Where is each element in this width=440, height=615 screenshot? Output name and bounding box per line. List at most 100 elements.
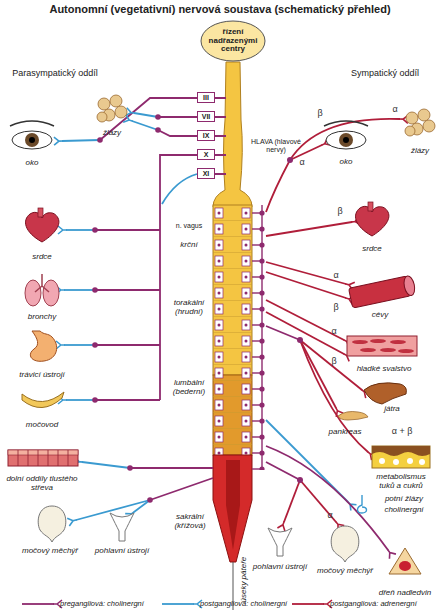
vagus-nerve [160, 155, 197, 400]
organ-caption: játra [372, 404, 412, 413]
fat-sugar-icon-part [372, 446, 430, 456]
receptor-label: α [331, 270, 341, 280]
cranial-nerve-number: III [197, 92, 215, 103]
organ-caption: žlázy [400, 146, 440, 155]
fat-sugar-icon-part [419, 459, 425, 465]
colon-icon-part [8, 450, 78, 466]
fat-sugar-icon-part [407, 458, 413, 464]
receptor-label: α [390, 104, 400, 114]
ganglion-dot [155, 127, 161, 133]
receptor-label: β [315, 108, 325, 118]
vessel-icon [349, 275, 417, 308]
cranial-nerve-number: XI [197, 168, 215, 179]
heart-icon [26, 208, 59, 242]
ureter-icon-part [22, 392, 64, 408]
gland-icon-part [110, 95, 122, 107]
adrenal-icon-part [389, 548, 421, 574]
gland-icon-part [115, 106, 127, 118]
organ-caption: oko [12, 158, 52, 167]
postganglionic-cholinergic [82, 462, 130, 468]
organ-caption: hladké svalstvo [344, 364, 424, 373]
smooth-muscle-icon [347, 336, 417, 356]
organ-caption: cévy [360, 310, 400, 319]
gland-icon [405, 109, 435, 136]
smooth-muscle-icon-part [347, 336, 417, 356]
nerve-label: HLAVA (hlavové nervy) [243, 138, 309, 154]
brain-stem [213, 62, 252, 207]
ganglion-dot [92, 287, 98, 293]
spine-segment-label: torakální (hrudní) [166, 298, 212, 316]
legend-sample [162, 603, 194, 605]
accessory-nerve [162, 174, 197, 204]
pancreas-icon [338, 412, 368, 421]
cranial-parasympathetic [62, 98, 226, 520]
postganglionic-adrenergic [290, 119, 400, 160]
adrenal-icon-part [399, 561, 411, 571]
receptor-label: β [335, 206, 345, 216]
ganglion-dot [97, 137, 103, 143]
vagus-branch [95, 230, 160, 400]
organ-caption: močový měchýř [310, 566, 380, 575]
gland-icon-part [406, 112, 418, 124]
bladder-icon [38, 506, 66, 542]
organ-caption: pohlavní ústrojí [87, 546, 157, 555]
receptor-label: β [331, 302, 341, 312]
postganglionic-cholinergic [62, 140, 100, 141]
fat-sugar-icon-part [379, 458, 385, 464]
legend-text: pregangliová: cholinergní [60, 599, 144, 608]
postganglionic-adrenergic [266, 262, 346, 284]
ganglion-dot [92, 227, 98, 233]
fat-sugar-icon-part [393, 459, 399, 465]
cranial-nerve-number: VII [197, 111, 215, 122]
sympathetic-chain [252, 205, 266, 470]
sweat-gland-icon [358, 495, 367, 513]
organ-caption: dolní oddíly tlustého střeva [6, 474, 78, 492]
postganglionic-cholinergic [66, 229, 95, 231]
smooth-muscle-icon-part [352, 340, 368, 344]
eye-icon-part [326, 131, 366, 149]
genital-icon-part [268, 528, 292, 556]
node-body: řízení nadřazenými centry [200, 20, 266, 62]
cord-segments [213, 205, 252, 455]
fat-sugar-icon [372, 446, 430, 468]
legend-text: postgangliová: adrenergní [330, 599, 417, 608]
oval-shape [201, 21, 265, 61]
eye-icon [324, 121, 368, 149]
colon-icon [8, 450, 78, 466]
adrenal-icon [389, 548, 421, 574]
organ-caption: pohlavní ústrojí [245, 562, 315, 571]
receptor-label: α [329, 326, 339, 336]
legend-sample [22, 603, 54, 605]
ganglion-dot [92, 342, 98, 348]
organ-caption: cholinergní [374, 505, 434, 514]
organ-caption: močovod [17, 420, 67, 429]
eye-icon-part [324, 121, 368, 126]
vessel-icon-part [402, 275, 416, 297]
bladder-icon [331, 526, 359, 562]
gland-icon-part [98, 98, 110, 110]
preganglionic-fiber [215, 98, 226, 174]
ganglion-dot [287, 157, 293, 163]
postganglionic-cholinergic [66, 399, 95, 401]
postganglionic-adrenergic [266, 160, 290, 212]
gland-icon-part [405, 126, 415, 136]
stomach-icon-part [30, 331, 56, 361]
smooth-muscle-icon-part [398, 349, 414, 353]
sacral-shading [226, 460, 240, 550]
node-text: řízení nadřazenými centry [200, 28, 266, 54]
ganglion-dot [297, 337, 303, 343]
sacral-preganglionic [130, 468, 213, 500]
parasympathetic-ganglia [92, 114, 161, 503]
organ-caption: žlázy [92, 128, 132, 137]
heart-icon-part [368, 202, 373, 211]
spine-segment-label: lumbální (bederní) [166, 378, 212, 396]
sacral-cord [213, 455, 252, 562]
receptor-label: β [329, 356, 339, 366]
legend-text: postgangliová: cholinergní [200, 599, 287, 608]
liver-icon [364, 383, 406, 404]
lungs-icon-part [43, 280, 59, 306]
heart-icon [356, 202, 389, 236]
vessel-icon-part [349, 276, 412, 308]
organ-caption: dřeň nadledvin [370, 588, 440, 597]
postganglionic-adrenergic [300, 340, 336, 408]
